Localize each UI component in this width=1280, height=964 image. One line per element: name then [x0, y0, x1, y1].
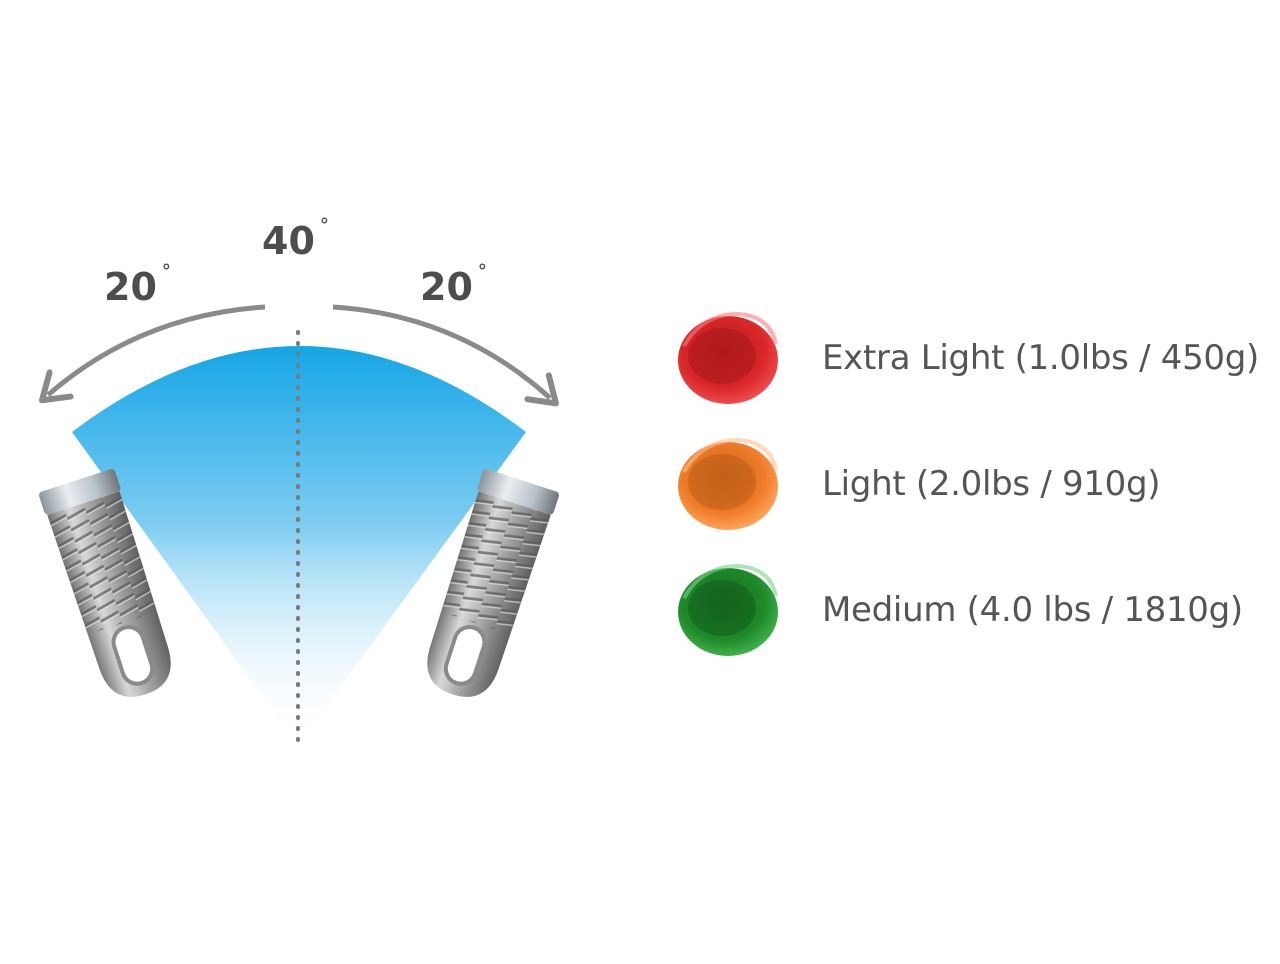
legend-label: Extra Light (1.0lbs / 450g)	[822, 338, 1260, 378]
orange-cap-icon	[678, 437, 778, 530]
total-angle-label: 40˚	[262, 219, 330, 263]
right-angle-label: 20˚	[420, 265, 488, 309]
retention-legend: Extra Light (1.0lbs / 450g) Light (2.0lb…	[672, 300, 1272, 678]
left-rotation-arrow	[38, 304, 266, 404]
degree-symbol: ˚	[160, 264, 172, 289]
legend-item-extra-light: Extra Light (1.0lbs / 450g)	[672, 300, 1272, 426]
left-angle-label: 20˚	[104, 265, 172, 309]
left-angle-value: 20	[104, 265, 157, 309]
degree-symbol: ˚	[476, 264, 488, 289]
right-rotation-arrow	[332, 304, 559, 407]
red-cap-icon	[678, 311, 778, 404]
angle-wedge	[72, 346, 526, 745]
right-implant-icon	[427, 469, 559, 697]
green-cap-icon	[678, 563, 778, 656]
left-implant-icon	[39, 469, 171, 697]
angulation-graphic	[38, 304, 559, 745]
angulation-diagram: 40˚ 20˚ 20˚	[38, 219, 559, 745]
degree-symbol: ˚	[318, 218, 330, 243]
total-angle-value: 40	[262, 219, 315, 263]
legend-item-light: Light (2.0lbs / 910g)	[672, 426, 1272, 552]
legend-item-medium: Medium (4.0 lbs / 1810g)	[672, 552, 1272, 678]
legend-label: Medium (4.0 lbs / 1810g)	[822, 590, 1243, 630]
right-angle-value: 20	[420, 265, 473, 309]
legend-label: Light (2.0lbs / 910g)	[822, 464, 1161, 504]
